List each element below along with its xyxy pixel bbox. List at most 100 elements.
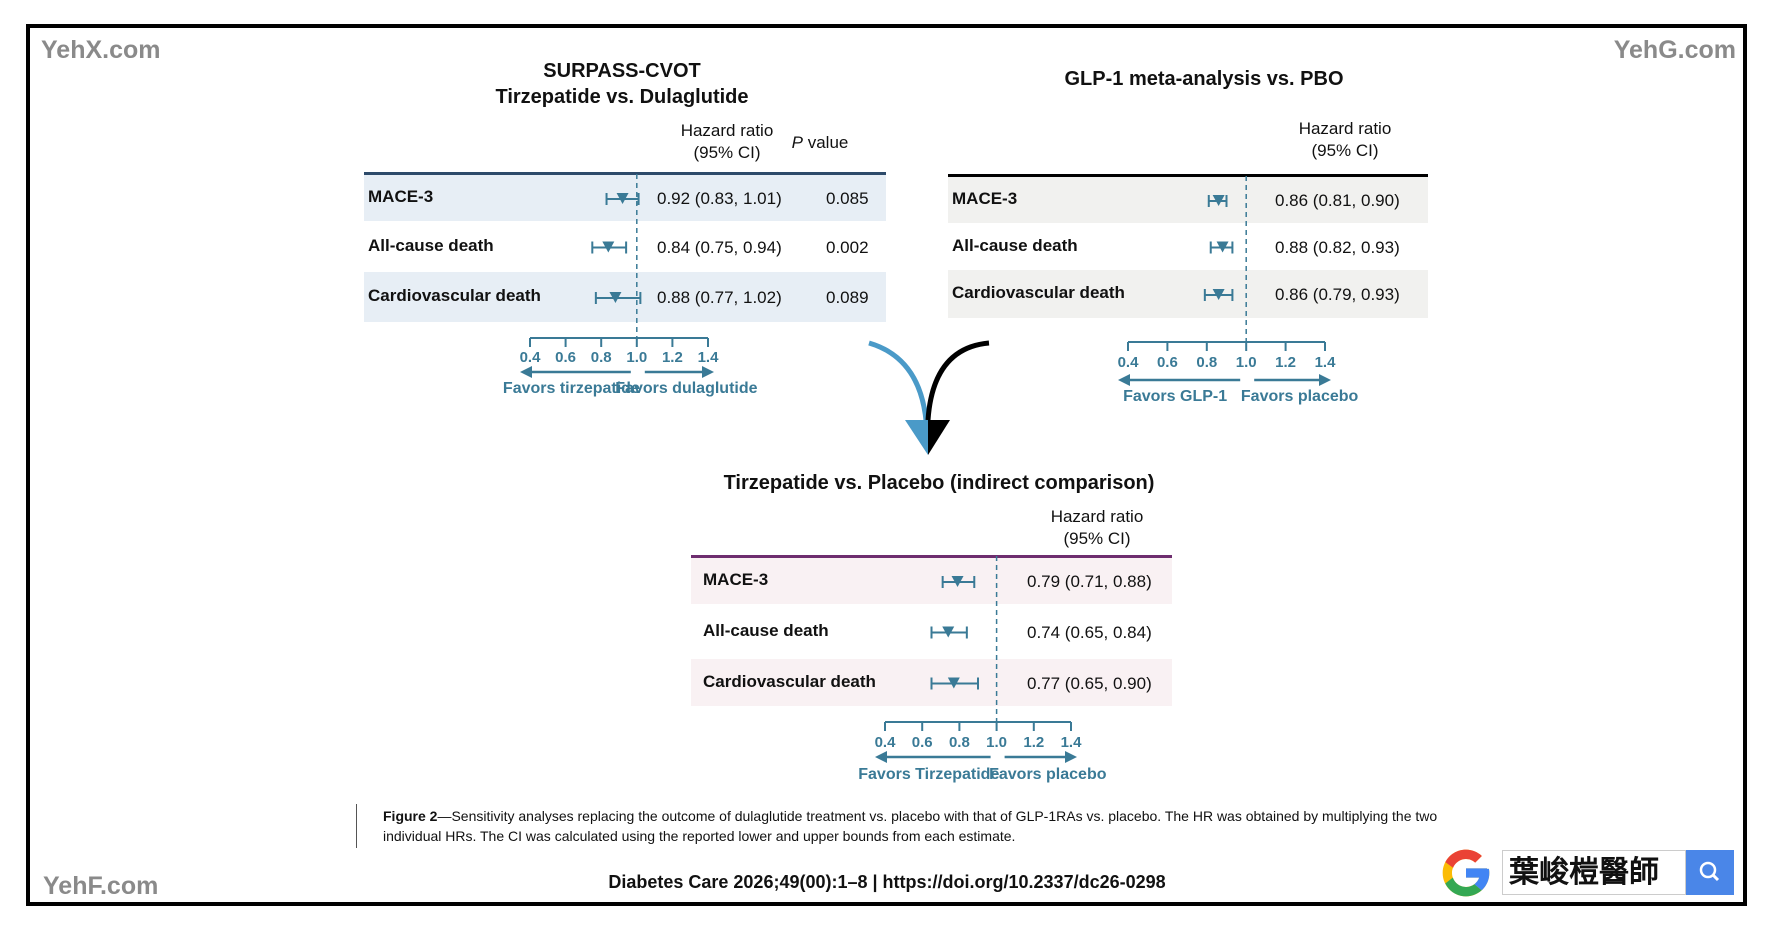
table-row: All-cause death 0.84 (0.75, 0.94) 0.002 xyxy=(364,221,886,272)
favors-right-arrowhead xyxy=(702,366,714,378)
table-row: All-cause death 0.88 (0.82, 0.93) xyxy=(948,223,1428,270)
table-row: All-cause death 0.74 (0.65, 0.84) xyxy=(691,604,1172,659)
search-box[interactable]: 葉峻榿醫師 xyxy=(1502,850,1686,895)
header-hazard-ratio: Hazard ratio xyxy=(680,121,774,140)
axis-tick-label: 0.4 xyxy=(874,734,896,751)
ci-marker xyxy=(930,626,968,639)
ci-marker xyxy=(930,677,979,690)
axis-tick-label: 0.6 xyxy=(555,349,577,366)
favors-right-label: Favors placebo xyxy=(989,766,1107,783)
ci-marker xyxy=(605,193,640,205)
hazard-ratio-value: 0.86 (0.81, 0.90) xyxy=(1275,191,1400,210)
point-estimate xyxy=(609,292,622,303)
panel-title: Tirzepatide vs. Placebo (indirect compar… xyxy=(723,472,1155,494)
search-icon xyxy=(1699,861,1720,882)
panel-title: GLP-1 meta-analysis vs. PBO xyxy=(1064,68,1344,90)
point-estimate xyxy=(616,193,629,204)
search-button[interactable] xyxy=(1686,850,1734,895)
axis-tick-label: 0.6 xyxy=(911,734,933,751)
favors-left-arrowhead xyxy=(520,366,532,378)
favors-left-arrowhead xyxy=(875,751,887,763)
axis-tick-label: 1.2 xyxy=(1023,734,1045,751)
row-label: MACE-3 xyxy=(703,570,769,589)
caption-label: Figure 2 xyxy=(383,808,438,824)
ci-marker xyxy=(594,292,642,304)
row-label: All-cause death xyxy=(952,235,1078,255)
row-label: MACE-3 xyxy=(368,187,434,206)
row-label: Cardiovascular death xyxy=(368,286,541,305)
arrowhead-black xyxy=(928,420,950,455)
row-label: Cardiovascular death xyxy=(703,671,876,691)
header-p-rest: value xyxy=(802,133,849,152)
header-hazard-ratio: Hazard ratio xyxy=(1298,119,1392,138)
header-ci: (95% CI) xyxy=(693,143,761,162)
hazard-ratio-value: 0.88 (0.82, 0.93) xyxy=(1275,237,1400,257)
ci-marker xyxy=(1207,195,1228,207)
arrowhead-blue xyxy=(905,420,928,455)
row-label: MACE-3 xyxy=(952,189,1018,208)
watermark-top-right: YehG.com xyxy=(1613,36,1736,64)
table-top-rule xyxy=(691,555,1172,558)
favors-right-arrowhead xyxy=(1319,374,1331,386)
table-top-rule xyxy=(948,174,1428,177)
citation-footer: Diabetes Care 2026;49(00):1–8 | https://… xyxy=(608,872,1166,892)
header-p-italic: P xyxy=(791,133,803,152)
watermark-top-left: YehX.com xyxy=(41,36,161,64)
favors-left-label: Favors tirzepatide xyxy=(502,380,640,397)
axis-tick-label: 0.8 xyxy=(1196,354,1218,371)
p-value: 0.085 xyxy=(826,189,869,208)
header-p-value: P value xyxy=(792,133,849,153)
hazard-ratio-value: 0.86 (0.79, 0.93) xyxy=(1275,285,1400,304)
row-label: Cardiovascular death xyxy=(952,283,1125,302)
axis-tick-label: 0.8 xyxy=(590,349,612,366)
p-value: 0.089 xyxy=(826,288,869,307)
favors-right-label: Favors dulaglutide xyxy=(615,380,758,397)
figure-caption: Figure 2—Sensitivity analyses replacing … xyxy=(383,806,1463,846)
axis-tick-label: 1.4 xyxy=(1314,354,1336,371)
hazard-ratio-value: 0.84 (0.75, 0.94) xyxy=(657,237,782,257)
panel-title-line2: Tirzepatide vs. Dulaglutide xyxy=(495,86,749,108)
point-estimate xyxy=(1212,195,1225,206)
point-estimate xyxy=(947,677,960,689)
row-label: All-cause death xyxy=(368,235,494,255)
hazard-ratio-value: 0.92 (0.83, 1.01) xyxy=(657,189,782,208)
ci-marker xyxy=(941,576,976,588)
axis-tick-label: 0.8 xyxy=(948,734,970,751)
favors-left-label: Favors GLP-1 xyxy=(1123,388,1228,405)
axis-tick-label: 1.4 xyxy=(1060,734,1082,751)
point-estimate xyxy=(951,576,964,587)
header-hazard-ratio: Hazard ratio xyxy=(1050,507,1144,526)
axis-tick-label: 0.4 xyxy=(519,349,541,366)
hazard-ratio-value: 0.79 (0.71, 0.88) xyxy=(1027,572,1152,591)
axis-tick-label: 1.2 xyxy=(661,349,683,366)
table-row: Cardiovascular death 0.86 (0.79, 0.93) xyxy=(948,270,1428,318)
p-value: 0.002 xyxy=(826,237,869,257)
row-label: All-cause death xyxy=(703,620,829,640)
point-estimate xyxy=(602,241,615,253)
favors-right-arrowhead xyxy=(1065,751,1077,763)
favors-left-label: Favors Tirzepatide xyxy=(858,766,1000,783)
hazard-ratio-value: 0.74 (0.65, 0.84) xyxy=(1027,622,1152,642)
google-logo-icon xyxy=(1442,849,1490,897)
hazard-ratio-value: 0.88 (0.77, 1.02) xyxy=(657,288,782,307)
watermark-bottom-left: YehF.com xyxy=(43,872,159,900)
axis-tick-label: 1.0 xyxy=(626,349,648,366)
caption-bar xyxy=(356,804,357,848)
axis-tick-label: 1.4 xyxy=(697,349,719,366)
caption-text: —Sensitivity analyses replacing the outc… xyxy=(383,808,1438,844)
ci-marker xyxy=(1203,289,1234,301)
axis-tick-label: 1.2 xyxy=(1275,354,1297,371)
point-estimate xyxy=(1216,241,1229,253)
black-curve-arrow xyxy=(925,340,990,421)
point-estimate xyxy=(942,626,955,638)
point-estimate xyxy=(1212,289,1225,300)
header-ci: (95% CI) xyxy=(1063,529,1131,548)
hazard-ratio-value: 0.77 (0.65, 0.90) xyxy=(1027,673,1152,693)
table-top-rule xyxy=(364,172,886,175)
ci-marker xyxy=(591,241,628,254)
favors-right-label: Favors placebo xyxy=(1240,388,1359,405)
